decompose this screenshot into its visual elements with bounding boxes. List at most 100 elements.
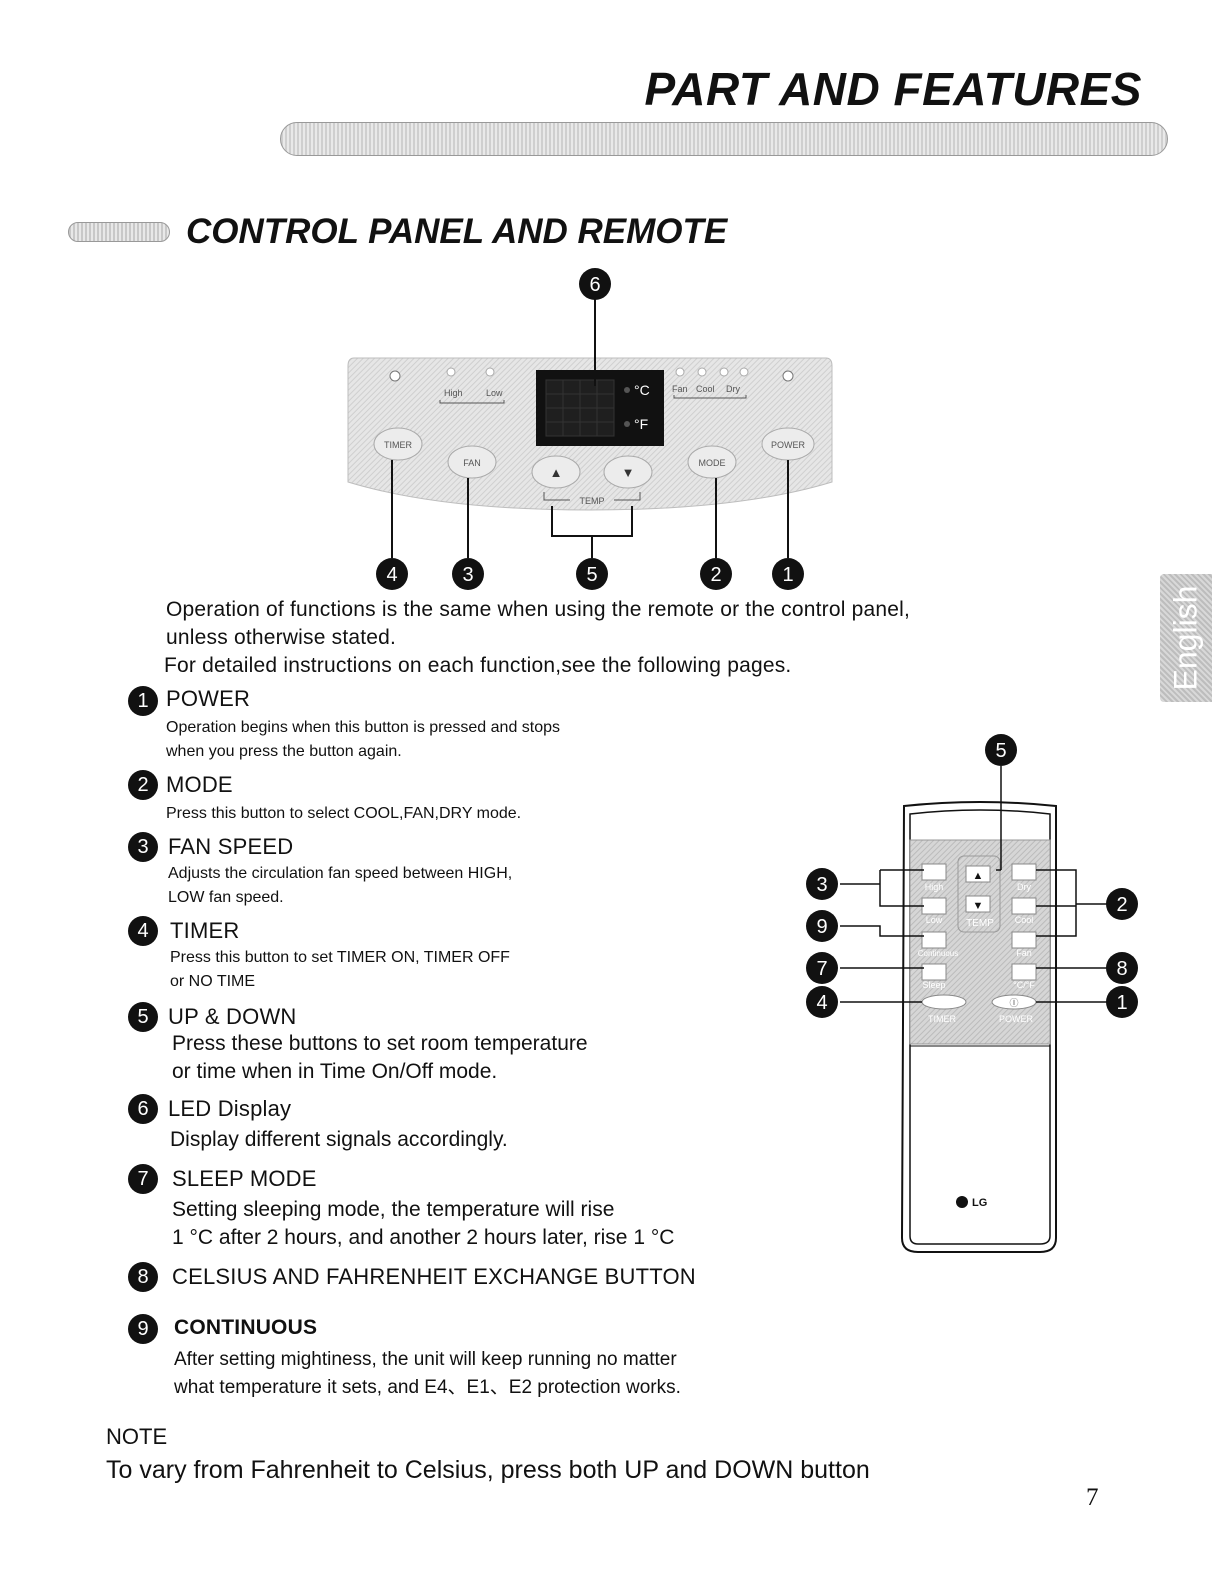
fan-button[interactable]: FAN [447,445,497,479]
lg-logo: LG [956,1196,987,1209]
callout-4: 4 [376,558,408,590]
svg-text:Fan: Fan [1016,948,1032,958]
page-number: 7 [1086,1484,1099,1511]
led-high-icon [446,367,456,377]
svg-text:3: 3 [816,874,827,896]
led-cool-icon [697,367,707,377]
remote-callout-4: 4 [806,986,838,1018]
svg-text:6: 6 [589,274,600,296]
control-panel-diagram: High Low °C °F Fan Cool Dry TIMER FAN ▲ … [347,268,833,590]
svg-text:Sleep: Sleep [922,980,945,990]
language-tab[interactable]: English [1160,574,1212,702]
remote-temp-down-button[interactable]: ▼ [965,895,991,913]
svg-text:Continuous: Continuous [918,949,958,958]
feature-desc-line: or time when in Time On/Off mode. [172,1060,498,1083]
remote-callout-3: 3 [806,868,838,900]
down-arrow-icon: ▼ [622,465,635,480]
remote-temp-label: TEMP [966,918,994,929]
power-button[interactable]: POWER [761,427,815,461]
indicator-fan-label: Fan [672,384,688,394]
up-arrow-icon: ▲ [973,870,984,882]
temp-down-button[interactable]: ▼ [603,455,653,489]
feature-number-badge: 7 [128,1164,158,1194]
remote-high-button[interactable]: High [921,863,947,892]
svg-text:TIMER: TIMER [928,1014,956,1024]
svg-text:4: 4 [816,992,827,1014]
remote-temp-up-button[interactable]: ▲ [965,865,991,883]
section-title: CONTROL PANEL AND REMOTE [186,212,728,251]
remote-dry-button[interactable]: Dry [1011,863,1037,892]
page-title: PART AND FEATURES [644,63,1142,115]
feature-number-badge: 9 [128,1314,158,1344]
callout-leader-lines [391,292,789,558]
remote-cf-button[interactable]: °C/°F [1011,963,1037,990]
feature-title-fan-speed: FAN SPEED [168,834,294,859]
feature-number-badge: 4 [128,916,158,946]
indicator-high-label: High [444,388,463,398]
callout-6: 6 [579,268,611,300]
callout-1: 1 [772,558,804,590]
remote-control-diagram: High Low Continuous Sleep ▲ ▼ TEMP Dry C… [806,734,1138,1253]
svg-text:5: 5 [586,564,597,586]
power-symbol-icon: Ⓘ [1009,998,1018,1008]
intro-line-1: Operation of functions is the same when … [166,598,911,621]
svg-text:9: 9 [816,916,827,938]
callout-5: 5 [576,558,608,590]
timer-button-label: TIMER [384,440,412,450]
svg-text:2: 2 [1116,894,1127,916]
feature-desc-line: what temperature it sets, and E4、E1、E2 p… [174,1377,681,1398]
power-button-label: POWER [771,440,806,450]
remote-callout-9: 9 [806,910,838,942]
feature-desc-line: Press this button to set TIMER ON, TIMER… [170,949,510,966]
screw-icon [782,370,794,382]
svg-text:1: 1 [782,564,793,586]
feature-desc-line: After setting mightiness, the unit will … [174,1349,677,1370]
screw-icon [389,370,401,382]
remote-callout-1: 1 [1106,986,1138,1018]
fan-button-label: FAN [463,458,481,468]
svg-text:High: High [925,882,944,892]
svg-text:1: 1 [1116,992,1127,1014]
display-digits [545,379,615,437]
remote-cool-button[interactable]: Cool [1011,897,1037,925]
feature-title-celsius-fahrenheit: CELSIUS AND FAHRENHEIT EXCHANGE BUTTON [172,1264,696,1289]
remote-continuous-button[interactable]: Continuous [918,931,958,958]
indicator-cool-label: Cool [696,384,715,394]
remote-callout-7: 7 [806,952,838,984]
intro-line-2: unless otherwise stated. [166,626,397,649]
down-arrow-icon: ▼ [973,900,984,912]
feature-number-badge: 1 [128,686,158,716]
timer-button[interactable]: TIMER [373,427,423,461]
feature-title-up-down: UP & DOWN [168,1004,297,1029]
feature-number-badge: 5 [128,1002,158,1032]
remote-callout-8: 8 [1106,952,1138,984]
feature-desc-line: Display different signals accordingly. [170,1128,508,1151]
remote-callout-lines [840,766,1110,1003]
svg-text:POWER: POWER [999,1014,1034,1024]
mode-button[interactable]: MODE [687,445,737,479]
note-text: To vary from Fahrenheit to Celsius, pres… [106,1456,870,1484]
intro-line-3: For detailed instructions on each functi… [164,654,792,677]
remote-low-button[interactable]: Low [921,897,947,925]
led-dry-icon [719,367,729,377]
svg-text:Cool: Cool [1015,915,1034,925]
fahrenheit-indicator: °F [634,416,648,432]
feature-desc-line: Press these buttons to set room temperat… [172,1032,588,1055]
language-tab-label: English [1167,585,1204,691]
callout-3: 3 [452,558,484,590]
feature-desc-line: Adjusts the circulation fan speed betwee… [168,865,513,882]
feature-desc-line: Press this button to select COOL,FAN,DRY… [166,805,522,822]
svg-text:LG: LG [972,1197,987,1209]
remote-fan-button[interactable]: Fan [1011,931,1037,958]
remote-sleep-button[interactable]: Sleep [921,963,947,990]
feature-desc-line: LOW fan speed. [168,889,284,906]
feature-desc-line: when you press the button again. [166,743,402,760]
feature-number-badge: 3 [128,832,158,862]
feature-title-sleep-mode: SLEEP MODE [172,1166,317,1191]
remote-callout-2: 2 [1106,888,1138,920]
temp-up-button[interactable]: ▲ [531,455,581,489]
svg-text:4: 4 [386,564,397,586]
feature-desc-line: 1 °C after 2 hours, and another 2 hours … [172,1226,675,1249]
celsius-indicator: °C [634,382,650,398]
led-extra-icon [739,367,749,377]
